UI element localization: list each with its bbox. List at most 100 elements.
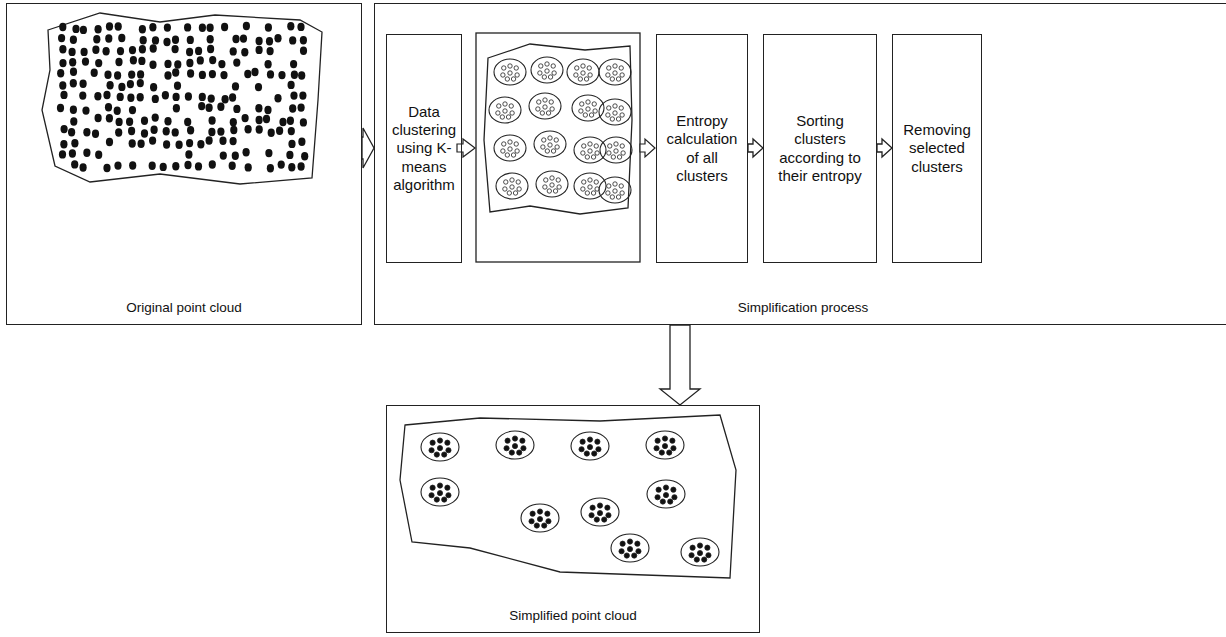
point-dot	[513, 191, 517, 195]
point-dot	[510, 185, 514, 189]
point-dot	[613, 64, 617, 68]
point-dot	[197, 56, 204, 64]
point-dot	[184, 23, 191, 31]
point-dot	[69, 149, 76, 157]
point-dot	[517, 187, 521, 191]
point-dot	[152, 113, 159, 121]
point-dot	[538, 71, 542, 75]
point-dot	[697, 543, 702, 548]
point-dot	[149, 23, 156, 31]
point-dot	[551, 149, 555, 153]
point-dot	[150, 44, 157, 52]
point-dot	[138, 140, 145, 148]
point-dot	[199, 71, 206, 79]
point-dot	[659, 450, 664, 455]
point-dot	[127, 94, 134, 102]
point-dot	[115, 22, 122, 30]
point-dot	[434, 497, 439, 502]
point-dot	[71, 160, 78, 168]
point-dot	[667, 450, 672, 455]
point-dot	[59, 59, 66, 67]
panel-label: Original point cloud	[7, 300, 361, 316]
point-dot	[655, 495, 660, 500]
point-dot	[553, 189, 557, 193]
cluster	[496, 173, 528, 199]
point-dot	[206, 136, 213, 144]
point-dot	[106, 22, 113, 30]
point-dot	[198, 102, 205, 110]
point-dot	[149, 61, 156, 69]
point-dot	[164, 23, 171, 31]
point-dot	[128, 70, 135, 78]
point-dot	[139, 25, 146, 33]
point-dot	[245, 125, 252, 133]
point-dot	[57, 104, 64, 112]
point-dot	[256, 125, 263, 133]
point-dot	[232, 35, 239, 43]
point-dot	[515, 149, 519, 153]
point-dot	[80, 26, 87, 34]
cluster-ring	[581, 498, 619, 526]
point-dot	[555, 145, 559, 149]
cluster-ring	[496, 173, 528, 199]
point-dot	[546, 519, 551, 524]
input-panel: Original point cloud	[6, 3, 362, 325]
cluster	[421, 478, 459, 506]
point-dot	[186, 59, 193, 67]
point-dot	[613, 182, 617, 186]
cluster	[529, 93, 561, 119]
point-dot	[497, 104, 501, 108]
point-dot	[149, 136, 156, 144]
cloud-outline	[42, 13, 322, 184]
point-dot	[176, 141, 183, 149]
point-dot	[607, 151, 611, 155]
point-dot	[80, 80, 87, 88]
point-dot	[59, 81, 66, 89]
point-dot	[545, 69, 549, 73]
point-dot	[512, 436, 517, 441]
point-dot	[128, 127, 135, 135]
point-dot	[542, 75, 546, 79]
point-dot	[57, 69, 64, 77]
point-dot	[265, 23, 272, 31]
point-dot	[279, 118, 286, 126]
point-dot	[129, 161, 136, 169]
point-dot	[671, 487, 676, 492]
point-dot	[59, 23, 66, 31]
point-dot	[586, 107, 590, 111]
hollow-arrow	[877, 139, 892, 157]
cluster	[571, 432, 609, 460]
point-dot	[620, 73, 624, 77]
point-dot	[83, 128, 90, 136]
point-dot	[655, 438, 660, 443]
point-dot	[95, 25, 102, 33]
cluster-ring	[521, 504, 559, 532]
point-dot	[61, 125, 68, 133]
point-dot	[241, 48, 248, 56]
point-dot	[220, 151, 227, 159]
point-dot	[60, 140, 67, 148]
point-dot	[255, 104, 262, 112]
cluster-ring	[496, 431, 534, 459]
point-dot	[593, 109, 597, 113]
cluster	[494, 135, 526, 161]
point-dot	[172, 68, 179, 76]
point-dot	[545, 149, 549, 153]
point-dot	[613, 71, 617, 75]
point-dot	[595, 439, 600, 444]
point-dot	[91, 69, 98, 77]
point-dot	[550, 183, 554, 187]
point-dot	[543, 185, 547, 189]
point-dot	[106, 114, 113, 122]
point-dot	[512, 443, 517, 448]
point-dot	[689, 553, 694, 558]
point-dot	[222, 95, 229, 103]
point-dot	[232, 152, 239, 160]
point-dot	[697, 550, 702, 555]
point-dot	[613, 189, 617, 193]
point-dot	[164, 117, 171, 125]
point-dot	[702, 557, 707, 562]
point-dot	[251, 68, 258, 76]
point-dot	[117, 93, 124, 101]
